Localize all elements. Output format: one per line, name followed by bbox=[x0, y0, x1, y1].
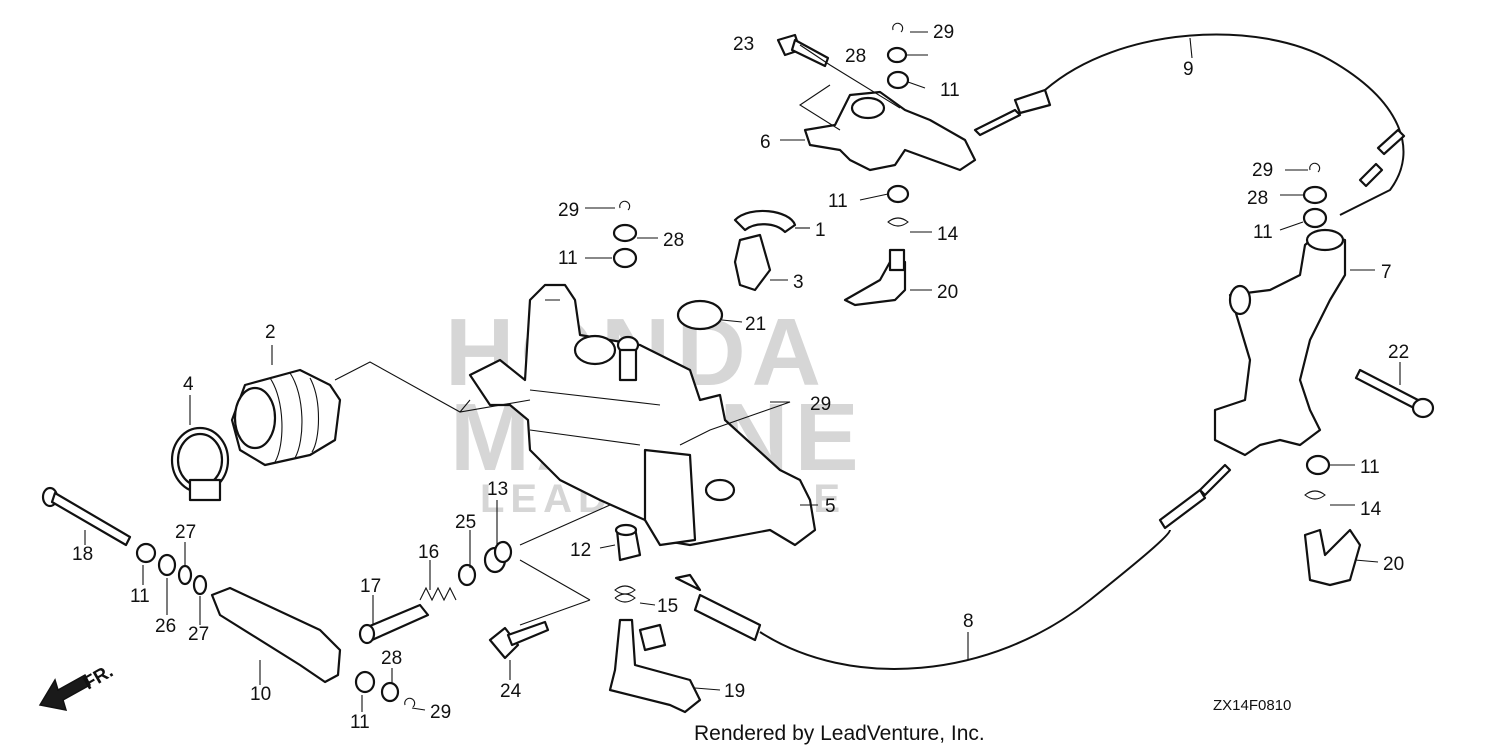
callout-3[interactable]: 3 bbox=[793, 272, 804, 293]
part-7-bracket[interactable] bbox=[1213, 228, 1347, 457]
callout-29[interactable]: 29 bbox=[1252, 160, 1273, 181]
callout-11[interactable]: 11 bbox=[350, 712, 370, 733]
callout-29[interactable]: 29 bbox=[430, 702, 451, 723]
callout-25[interactable]: 25 bbox=[455, 512, 476, 533]
callout-5[interactable]: 5 bbox=[825, 496, 836, 517]
washers-lower-left[interactable] bbox=[354, 670, 416, 708]
part-1-clip[interactable] bbox=[733, 209, 797, 234]
credit-text: Rendered by LeadVenture, Inc. bbox=[694, 722, 985, 745]
callout-4[interactable]: 4 bbox=[183, 374, 194, 395]
callout-18[interactable]: 18 bbox=[72, 544, 93, 565]
callout-21[interactable]: 21 bbox=[745, 314, 766, 335]
part-9-cable[interactable] bbox=[973, 33, 1406, 216]
callout-6[interactable]: 6 bbox=[760, 132, 771, 153]
part-21-cap[interactable] bbox=[676, 299, 724, 331]
part-18-bolt[interactable] bbox=[41, 486, 132, 547]
part-8-cable[interactable] bbox=[674, 463, 1232, 670]
callout-19[interactable]: 19 bbox=[724, 681, 745, 702]
part-2-grommet[interactable] bbox=[230, 368, 342, 467]
callout-11[interactable]: 11 bbox=[130, 586, 150, 607]
callout-22[interactable]: 22 bbox=[1388, 342, 1409, 363]
callout-14[interactable]: 14 bbox=[937, 224, 959, 245]
part-23-bolt[interactable] bbox=[776, 33, 830, 68]
callout-29[interactable]: 29 bbox=[810, 394, 831, 415]
detent-group[interactable] bbox=[358, 540, 513, 645]
mid-left-small-parts[interactable] bbox=[612, 200, 638, 269]
front-direction-arrow: FR. bbox=[38, 661, 117, 711]
callout-9[interactable]: 9 bbox=[1183, 59, 1194, 80]
part-20-lever-upper[interactable] bbox=[843, 248, 907, 307]
callout-28[interactable]: 28 bbox=[663, 230, 684, 251]
callout-20[interactable]: 20 bbox=[937, 282, 958, 303]
callout-13[interactable]: 13 bbox=[487, 479, 508, 500]
callout-11[interactable]: 11 bbox=[1360, 457, 1380, 478]
callout-10[interactable]: 10 bbox=[250, 684, 271, 705]
callout-11[interactable]: 11 bbox=[828, 191, 848, 212]
callouts: 29 28 23 11 9 6 11 14 20 1 3 21 29 28 11… bbox=[72, 22, 1409, 733]
callout-28[interactable]: 28 bbox=[845, 46, 866, 67]
part-24-bolt[interactable] bbox=[488, 620, 550, 660]
right-small-parts[interactable] bbox=[1302, 162, 1331, 500]
part-12-cap[interactable] bbox=[614, 523, 642, 562]
part-5-housing[interactable] bbox=[468, 283, 817, 547]
callout-8[interactable]: 8 bbox=[963, 611, 974, 632]
callout-11[interactable]: 11 bbox=[940, 80, 960, 101]
callout-12[interactable]: 12 bbox=[570, 540, 591, 561]
part-19-lever[interactable] bbox=[608, 585, 702, 714]
callout-28[interactable]: 28 bbox=[381, 648, 402, 669]
direction-label: FR. bbox=[80, 661, 117, 694]
part-6-bracket[interactable] bbox=[803, 90, 977, 172]
callout-14[interactable]: 14 bbox=[1360, 499, 1382, 520]
callout-17[interactable]: 17 bbox=[360, 576, 381, 597]
washers-left[interactable] bbox=[135, 542, 208, 596]
callout-16[interactable]: 16 bbox=[418, 542, 439, 563]
part-4-clamp[interactable] bbox=[170, 426, 230, 502]
leader-lines bbox=[84, 31, 1401, 712]
part-10-cover[interactable] bbox=[210, 586, 342, 684]
callout-27[interactable]: 27 bbox=[188, 624, 209, 645]
callout-11[interactable]: 11 bbox=[1253, 222, 1273, 243]
callout-2[interactable]: 2 bbox=[265, 322, 276, 343]
part-22-bolt[interactable] bbox=[1354, 368, 1435, 419]
callout-27[interactable]: 27 bbox=[175, 522, 196, 543]
callout-1[interactable]: 1 bbox=[815, 220, 826, 241]
part-3-knob[interactable] bbox=[733, 233, 772, 292]
callout-24[interactable]: 24 bbox=[500, 681, 522, 702]
callout-29[interactable]: 29 bbox=[558, 200, 579, 221]
arrow-icon bbox=[38, 673, 91, 711]
callout-7[interactable]: 7 bbox=[1381, 262, 1392, 283]
callout-15[interactable]: 15 bbox=[657, 596, 678, 617]
diagram-code: ZX14F0810 bbox=[1213, 697, 1291, 714]
callout-11[interactable]: 11 bbox=[558, 248, 578, 269]
callout-29[interactable]: 29 bbox=[933, 22, 954, 43]
callout-28[interactable]: 28 bbox=[1247, 188, 1268, 209]
callout-20[interactable]: 20 bbox=[1383, 554, 1404, 575]
callout-26[interactable]: 26 bbox=[155, 616, 176, 637]
part-20-lever-lower[interactable] bbox=[1303, 528, 1362, 587]
callout-23[interactable]: 23 bbox=[733, 34, 754, 55]
